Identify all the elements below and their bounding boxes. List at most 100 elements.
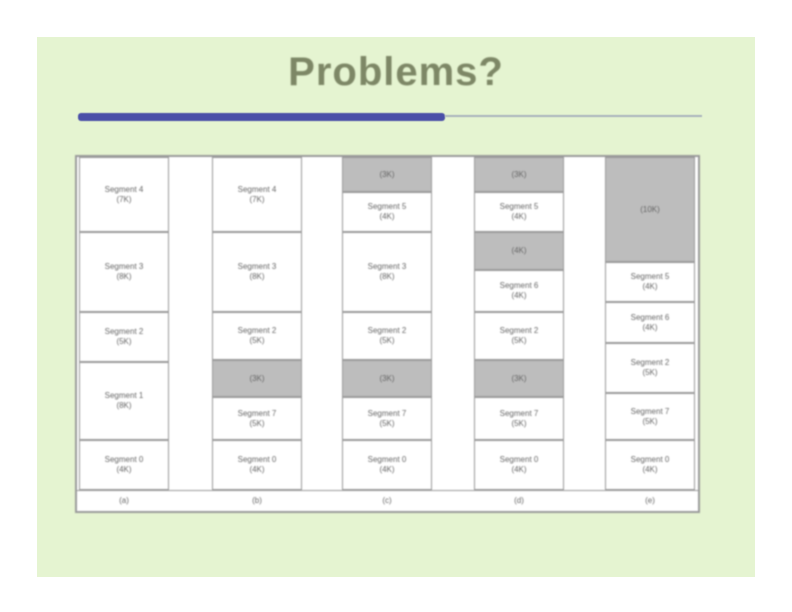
memory-column-a: Segment 4(7K)Segment 3(8K)Segment 2(5K)S…	[79, 157, 169, 492]
title-divider-line	[445, 115, 702, 117]
segment-name-label: Segment 5	[630, 272, 670, 281]
memory-segment: Segment 5(4K)	[474, 192, 564, 232]
memory-hole: (3K)	[342, 360, 432, 397]
memory-hole: (3K)	[474, 360, 564, 397]
column-label: (d)	[514, 496, 524, 505]
segment-name-label: Segment 0	[367, 455, 407, 464]
column-label: (a)	[119, 496, 129, 505]
segment-name-label: Segment 3	[104, 262, 144, 271]
memory-segment: Segment 0(4K)	[605, 440, 695, 490]
memory-segment: Segment 5(4K)	[605, 262, 695, 302]
segment-name-label: Segment 7	[367, 408, 407, 418]
memory-segment: Segment 1(8K)	[79, 362, 169, 440]
segment-name-label: (3K)	[379, 373, 395, 383]
memory-column-c: (3K)Segment 5(4K)Segment 3(8K)Segment 2(…	[342, 157, 432, 492]
segment-size-label: (4K)	[642, 465, 658, 474]
segment-name-label: (3K)	[249, 373, 265, 383]
segment-name-label: Segment 2	[237, 326, 277, 335]
slide-title: Problems?	[288, 50, 504, 94]
segment-name-label: (10K)	[640, 204, 660, 214]
memory-segment: Segment 0(4K)	[342, 440, 432, 490]
segment-size-label: (5K)	[249, 418, 265, 428]
segment-size-label: (4K)	[379, 212, 395, 221]
title-underline-bar	[78, 113, 445, 121]
segment-size-label: (5K)	[116, 337, 132, 346]
memory-column-e: (10K)Segment 5(4K)Segment 6(4K)Segment 2…	[605, 157, 695, 492]
segment-size-label: (7K)	[116, 194, 132, 204]
memory-segment: Segment 2(5K)	[605, 343, 695, 393]
segment-size-label: (4K)	[379, 465, 395, 474]
memory-hole: (3K)	[474, 157, 564, 192]
column-label: (e)	[645, 496, 655, 505]
segment-size-label: (5K)	[511, 418, 527, 428]
segment-name-label: (3K)	[511, 169, 527, 179]
segment-name-label: Segment 4	[237, 184, 277, 194]
segment-name-label: Segment 2	[367, 326, 407, 335]
memory-segment: Segment 0(4K)	[474, 440, 564, 490]
memory-segment: Segment 2(5K)	[474, 312, 564, 360]
segment-size-label: (4K)	[116, 465, 132, 474]
memory-segment: Segment 0(4K)	[212, 440, 302, 490]
segment-name-label: Segment 5	[499, 202, 539, 211]
segment-name-label: Segment 3	[367, 262, 407, 271]
segment-name-label: Segment 7	[499, 408, 539, 418]
segment-size-label: (8K)	[249, 272, 265, 281]
segment-name-label: Segment 7	[630, 406, 670, 416]
segment-size-label: (5K)	[249, 336, 265, 345]
segment-name-label: Segment 2	[630, 358, 670, 367]
segment-name-label: Segment 0	[104, 455, 144, 464]
memory-column-b: Segment 4(7K)Segment 3(8K)Segment 2(5K)(…	[212, 157, 302, 492]
segment-name-label: Segment 6	[630, 312, 670, 322]
segment-name-label: (3K)	[511, 373, 527, 383]
segment-name-label: Segment 0	[237, 455, 277, 464]
column-label-divider	[77, 490, 698, 491]
memory-segment: Segment 6(4K)	[474, 270, 564, 312]
memory-segment: Segment 4(7K)	[79, 157, 169, 232]
memory-hole: (10K)	[605, 157, 695, 262]
segment-name-label: Segment 5	[367, 202, 407, 211]
segment-name-label: Segment 3	[237, 262, 277, 271]
segment-size-label: (5K)	[642, 416, 658, 426]
memory-segment: Segment 3(8K)	[342, 232, 432, 312]
segment-size-label: (4K)	[511, 212, 527, 221]
segment-name-label: Segment 0	[499, 455, 539, 464]
memory-segment: Segment 3(8K)	[212, 232, 302, 312]
memory-hole: (4K)	[474, 232, 564, 270]
memory-segment: Segment 5(4K)	[342, 192, 432, 232]
segment-name-label: (3K)	[379, 169, 395, 179]
segment-size-label: (5K)	[642, 368, 658, 377]
segment-name-label: (4K)	[511, 246, 527, 255]
memory-segment: Segment 7(5K)	[342, 397, 432, 440]
memory-hole: (3K)	[212, 360, 302, 397]
segment-name-label: Segment 0	[630, 455, 670, 464]
segment-name-label: Segment 6	[499, 281, 539, 290]
memory-segment: Segment 2(5K)	[79, 312, 169, 362]
segment-size-label: (7K)	[249, 194, 265, 204]
memory-segment: Segment 2(5K)	[342, 312, 432, 360]
segment-size-label: (5K)	[379, 336, 395, 345]
segment-size-label: (4K)	[642, 282, 658, 291]
segment-size-label: (5K)	[511, 336, 527, 345]
memory-segment: Segment 3(8K)	[79, 232, 169, 312]
segment-size-label: (4K)	[642, 322, 658, 332]
column-label: (b)	[252, 496, 262, 505]
segment-name-label: Segment 2	[499, 326, 539, 335]
memory-segment: Segment 7(5K)	[474, 397, 564, 440]
memory-hole: (3K)	[342, 157, 432, 192]
memory-column-d: (3K)Segment 5(4K)(4K)Segment 6(4K)Segmen…	[474, 157, 564, 492]
segment-size-label: (8K)	[116, 401, 132, 410]
segment-name-label: Segment 2	[104, 327, 144, 336]
memory-segment: Segment 2(5K)	[212, 312, 302, 360]
segment-size-label: (8K)	[379, 272, 395, 281]
memory-segment: Segment 4(7K)	[212, 157, 302, 232]
segment-name-label: Segment 4	[104, 184, 144, 194]
segment-name-label: Segment 7	[237, 408, 277, 418]
segment-size-label: (4K)	[249, 465, 265, 474]
segment-size-label: (8K)	[116, 272, 132, 281]
memory-segment: Segment 0(4K)	[79, 440, 169, 490]
segment-name-label: Segment 1	[104, 391, 144, 400]
memory-segment: Segment 7(5K)	[212, 397, 302, 440]
column-label: (c)	[382, 496, 392, 505]
segment-size-label: (4K)	[511, 465, 527, 474]
memory-segmentation-diagram: Segment 4(7K)Segment 3(8K)Segment 2(5K)S…	[75, 155, 700, 513]
